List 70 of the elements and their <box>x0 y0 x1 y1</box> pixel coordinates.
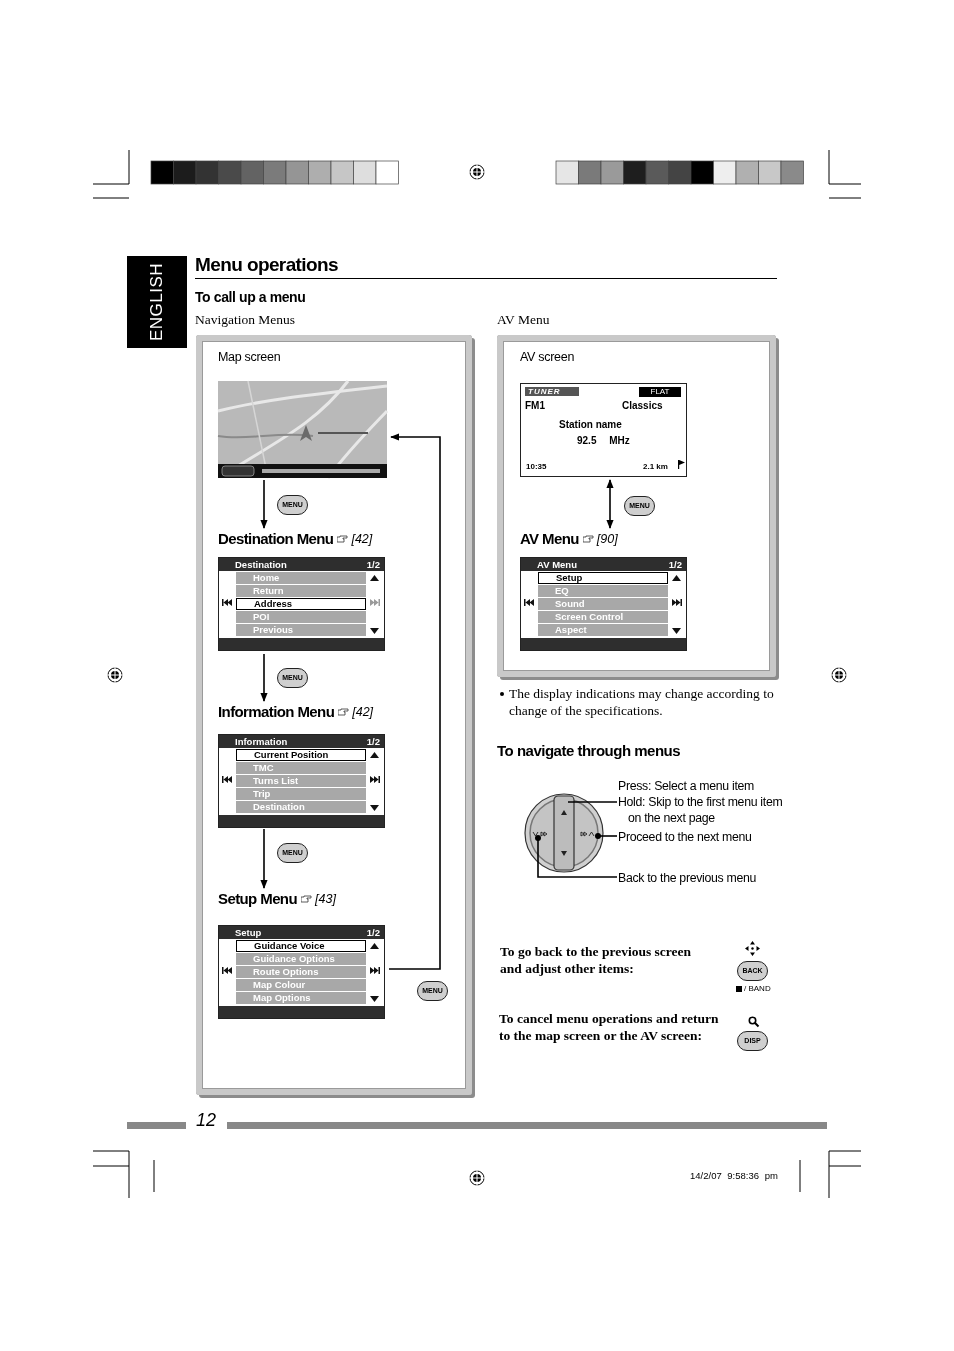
selected-menu-item: Guidance Voice <box>236 940 366 952</box>
menu-item: Return <box>236 585 366 597</box>
menu-item: Map Options <box>236 992 366 1004</box>
menu-item: POI <box>236 611 366 623</box>
screen-title: AV Menu <box>537 558 577 571</box>
double-arrow <box>606 479 614 529</box>
callout-text: Press: Select a menu item <box>618 778 756 794</box>
menu-item: Guidance Options <box>236 953 366 965</box>
display-text: Classics <box>622 400 663 411</box>
menu-item: Turns List <box>236 775 366 787</box>
page-number: 12 <box>196 1110 217 1131</box>
callout-text: Back to the previous menu <box>618 870 758 886</box>
sound-mode-tag: FLAT <box>639 387 681 397</box>
page-indicator: 1/2 <box>668 558 682 571</box>
leader-line <box>567 801 618 803</box>
button-caption: / BAND <box>744 984 771 993</box>
print-date: 14/2/07 9:58:36 pm <box>690 1170 778 1181</box>
menu-item: Home <box>236 572 366 584</box>
section-label: AV Menu <box>497 312 550 328</box>
menu-item: Map Colour <box>236 979 366 991</box>
arrow <box>260 479 268 529</box>
menu-item: Aspect <box>538 624 668 636</box>
screen-caption: AV screen <box>520 350 575 364</box>
menu-item: EQ <box>538 585 668 597</box>
selected-menu-item: Setup <box>538 572 668 584</box>
page-reference: [90] <box>596 531 618 546</box>
display-text: FM1 <box>525 400 545 411</box>
menu-item: Sound <box>538 598 668 610</box>
menu-item: Route Options <box>236 966 366 978</box>
page-reference: [43] <box>315 891 336 906</box>
section-heading: To navigate through menus <box>497 742 681 759</box>
leader-line <box>595 833 618 839</box>
page-indicator: 1/2 <box>366 926 380 939</box>
page-reference: [42] <box>352 704 374 719</box>
note-text: The display indications may change according to change of the specifications. <box>509 685 775 719</box>
selected-menu-item: Address <box>236 598 366 610</box>
menu-heading: Setup Menu <box>218 890 297 907</box>
instruction-text: To go back to the previous screen and adjust other items: <box>500 943 692 977</box>
page-title: Menu operations <box>195 254 338 276</box>
menu-item: Trip <box>236 788 366 800</box>
menu-heading: Information Menu <box>218 703 335 720</box>
callout-text: Proceed to the next menu <box>618 829 753 845</box>
display-text: 2.1 km <box>643 462 668 471</box>
menu-item: Destination <box>236 801 366 813</box>
display-text: 92.5 MHz <box>577 435 630 446</box>
menu-item: TMC <box>236 762 366 774</box>
section-label: Navigation Menus <box>195 312 296 328</box>
arrow <box>260 828 268 889</box>
arrow <box>388 433 441 970</box>
page-indicator: 1/2 <box>366 558 380 571</box>
screen-caption: Map screen <box>218 350 281 364</box>
section-heading: To call up a menu <box>195 289 306 305</box>
screen-title: Information <box>235 735 288 748</box>
menu-item: Screen Control <box>538 611 668 623</box>
leader-line <box>535 835 618 878</box>
callout-text: Hold: Skip to the first menu item on the next page <box>618 794 784 826</box>
section-tab: ENGLISH <box>127 256 187 348</box>
screen-title: Destination <box>235 558 287 571</box>
menu-heading: Destination Menu <box>218 530 334 547</box>
page-indicator: 1/2 <box>366 735 380 748</box>
screen-title: Setup <box>235 926 262 939</box>
page-reference: [42] <box>351 531 373 546</box>
source-tag: TUNER <box>525 387 579 396</box>
selected-menu-item: Current Position <box>236 749 366 761</box>
arrow <box>260 653 268 702</box>
display-text: 10:35 <box>526 462 547 471</box>
menu-heading: AV Menu <box>520 530 579 547</box>
instruction-text: To cancel menu operations and return to the map screen or the AV screen: <box>499 1010 719 1044</box>
menu-item: Previous <box>236 624 366 636</box>
display-text: Station name <box>559 419 622 430</box>
